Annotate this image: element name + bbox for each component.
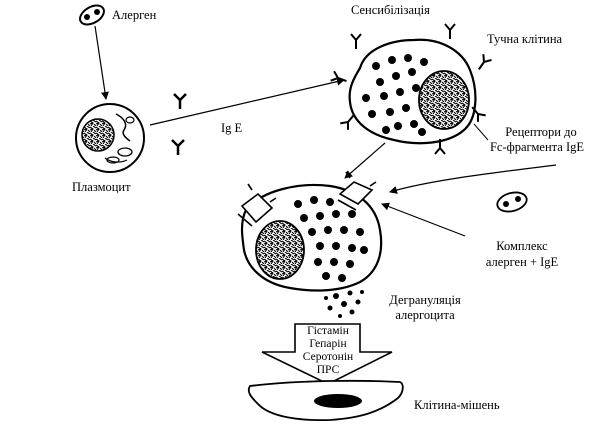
granule <box>340 226 348 234</box>
granule <box>382 126 390 134</box>
ige-antibody-lower <box>171 139 185 155</box>
allergen-label: Алерген <box>112 8 157 22</box>
granule <box>324 226 332 234</box>
granule <box>376 78 384 86</box>
fc-receptor <box>471 106 486 122</box>
granule <box>324 296 328 300</box>
receptors-label-line2: Fc-фрагмента IgE <box>489 140 584 154</box>
granule <box>341 301 347 307</box>
granule <box>394 122 402 130</box>
granule <box>368 110 376 118</box>
arrow-allergen-to-plasmocyte <box>94 25 109 100</box>
allergen-complex-particle <box>496 191 528 213</box>
granule <box>410 120 418 128</box>
mast-cell-granules <box>362 54 428 136</box>
fc-receptor <box>340 114 355 130</box>
granule <box>316 242 324 250</box>
fc-receptor <box>478 54 492 70</box>
granule <box>316 212 324 220</box>
arrow-complex-approach <box>389 164 557 194</box>
complex-label-line1: Комплекс <box>496 239 548 253</box>
granule <box>360 246 368 254</box>
arrow-complex-to-cell <box>381 202 466 237</box>
arrow-plasmocyte-to-mast-cell <box>149 77 345 126</box>
granule <box>392 72 400 80</box>
fc-receptor <box>330 70 347 83</box>
fc-receptor <box>434 139 446 155</box>
granule <box>349 309 355 315</box>
granule <box>355 299 361 305</box>
target-cell <box>247 379 404 422</box>
receptor-pointer <box>473 123 489 141</box>
granule <box>420 58 428 66</box>
released-granules <box>324 290 364 318</box>
granule <box>326 198 334 206</box>
granule <box>402 104 410 112</box>
granule <box>404 54 412 62</box>
plasmocyte-cell <box>75 103 145 173</box>
complex-label-line2: алерген + IgE <box>485 255 559 269</box>
granule <box>348 244 356 252</box>
mediator-prs: ПРС <box>316 364 340 376</box>
target-cell-label: Клітина-мішень <box>414 398 500 412</box>
granule <box>356 228 364 236</box>
granule <box>372 62 380 70</box>
granule <box>308 228 316 236</box>
plasmocyte-label: Плазмоцит <box>72 180 131 194</box>
granule <box>380 92 388 100</box>
granule <box>408 68 416 76</box>
granule <box>327 305 333 311</box>
receptors-label-line1: Рецептори до <box>505 125 577 139</box>
granule <box>300 214 308 222</box>
granule <box>386 108 394 116</box>
granule <box>294 200 302 208</box>
mediator-serotonin: Серотонін <box>302 351 354 363</box>
mast-cell-sensitized <box>348 38 477 145</box>
allergen-particle <box>79 4 105 26</box>
granule <box>310 196 318 204</box>
granule <box>333 293 339 299</box>
granule <box>330 258 338 266</box>
fc-receptors <box>330 23 492 155</box>
granule <box>362 94 370 102</box>
sensitization-label: Сенсибілізація <box>351 3 430 17</box>
granule <box>412 84 420 92</box>
granule <box>332 242 340 250</box>
granule <box>348 210 356 218</box>
granule <box>314 258 322 266</box>
mediator-heparin: Гепарін <box>309 338 347 350</box>
fc-receptor <box>350 33 362 49</box>
granule <box>322 272 330 280</box>
granule <box>418 128 426 136</box>
degranulation-label-line2: алергоцита <box>395 308 455 322</box>
mast-cell-label: Тучна клітина <box>487 32 563 46</box>
granule <box>396 88 404 96</box>
mediators-arrow <box>261 323 393 385</box>
degranulation-label-line1: Дегрануляція <box>389 293 461 307</box>
fc-receptor <box>444 23 456 39</box>
ige-label: Ig E <box>221 121 243 135</box>
granule <box>346 260 354 268</box>
granule <box>347 290 353 296</box>
crosslinked-receptor-left <box>237 183 277 227</box>
granule <box>332 210 340 218</box>
granule <box>360 290 364 294</box>
mediator-histamine: Гістамін <box>307 325 349 337</box>
granule <box>338 274 346 282</box>
arrow-mast-cell-to-degranulation <box>344 142 386 179</box>
granule <box>338 314 342 318</box>
degranulating-cell-granules <box>294 196 368 282</box>
crosslinked-receptor-right <box>337 171 377 211</box>
ige-antibody-upper <box>173 93 187 109</box>
granule <box>388 56 396 64</box>
